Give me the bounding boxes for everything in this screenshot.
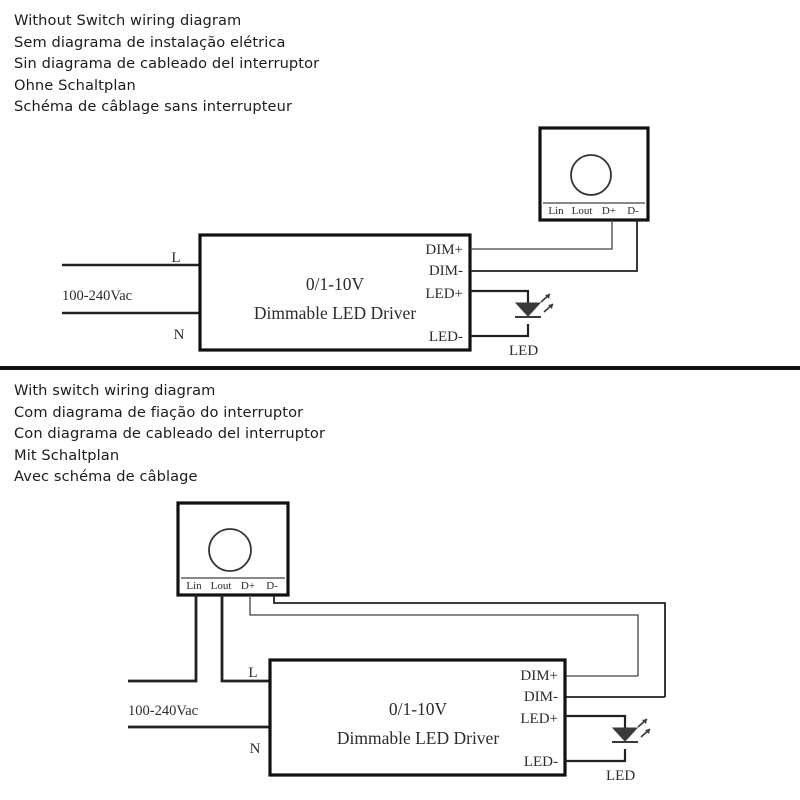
led-output-wires bbox=[470, 289, 530, 338]
section-divider bbox=[0, 366, 800, 370]
driver2-title-line2: Dimmable LED Driver bbox=[337, 728, 499, 748]
ac-supply-wires bbox=[62, 263, 200, 315]
rotary-knob-icon[interactable] bbox=[570, 154, 612, 196]
heading-block-with-switch: With switch wiring diagram Com diagrama … bbox=[14, 380, 325, 488]
heading-line-en: Without Switch wiring diagram bbox=[14, 12, 242, 29]
diagram-section-with-switch: With switch wiring diagram Com diagrama … bbox=[0, 370, 800, 800]
terminal-label-L-2: L bbox=[248, 665, 257, 681]
dimmer2-terminal-dplus: D+ bbox=[241, 580, 255, 592]
heading-line-es: Sin diagrama de cableado del interruptor bbox=[14, 55, 320, 72]
dimmer2-terminal-dminus: D- bbox=[266, 580, 278, 592]
terminal2-label-led-plus: LED+ bbox=[520, 711, 558, 727]
heading2-line-en: With switch wiring diagram bbox=[14, 382, 216, 399]
heading-block-without-switch: Without Switch wiring diagram Sem diagra… bbox=[14, 10, 319, 118]
led-output-wires-2 bbox=[565, 714, 627, 763]
driver2-title-line1: 0/1-10V bbox=[389, 699, 448, 719]
wire-lin-to-mains bbox=[128, 595, 198, 683]
heading-line-fr: Schéma de câblage sans interrupteur bbox=[14, 98, 293, 115]
supply-voltage-label-2: 100-240Vac bbox=[128, 703, 198, 719]
led-driver-box-2 bbox=[268, 658, 567, 777]
terminal-label-led-plus: LED+ bbox=[425, 286, 463, 302]
terminal2-label-dim-plus: DIM+ bbox=[520, 668, 558, 684]
led-load-label-2: LED bbox=[606, 768, 635, 784]
wiring-diagram-with-switch: Lin Lout D+ D- 100-240Vac L N 0/1-10V Di… bbox=[128, 501, 666, 784]
dimmer-terminal-dminus: D- bbox=[627, 205, 639, 217]
heading2-line-es: Con diagrama de cableado del interruptor bbox=[14, 425, 326, 442]
led-symbol-2 bbox=[611, 718, 651, 743]
dimmer-switch-box[interactable] bbox=[538, 126, 650, 222]
heading2-line-pt: Com diagrama de fiação do interruptor bbox=[14, 403, 304, 421]
terminal-label-N: N bbox=[174, 327, 185, 343]
dimming-signal-wires bbox=[470, 220, 638, 272]
heading2-line-de: Mit Schaltplan bbox=[14, 446, 120, 464]
terminal-label-N-2: N bbox=[250, 741, 261, 757]
dimmer2-terminal-lin: Lin bbox=[186, 580, 202, 592]
rotary-knob-icon-2[interactable] bbox=[208, 528, 252, 572]
dimmer-terminal-lout: Lout bbox=[572, 205, 593, 217]
supply-voltage-label: 100-240Vac bbox=[62, 288, 132, 304]
dimmer-switch-box-2[interactable] bbox=[176, 501, 290, 597]
terminal2-label-dim-minus: DIM- bbox=[524, 689, 558, 705]
wire-lout-to-driver-l bbox=[220, 595, 270, 683]
diagram-section-without-switch: Without Switch wiring diagram Sem diagra… bbox=[0, 0, 800, 368]
wiring-diagram-without-switch: 100-240Vac L N 0/1-10V Dimmable LED Driv… bbox=[62, 126, 650, 359]
dimming-signal-wires-2 bbox=[249, 595, 666, 698]
heading2-line-fr: Avec schéma de câblage bbox=[14, 468, 198, 485]
terminal2-label-led-minus: LED- bbox=[524, 754, 558, 770]
terminal-label-dim-plus: DIM+ bbox=[425, 242, 463, 258]
terminal-label-L: L bbox=[171, 250, 180, 266]
led-load-label: LED bbox=[509, 343, 538, 359]
driver-title-line2: Dimmable LED Driver bbox=[254, 303, 416, 323]
heading-line-pt: Sem diagrama de instalação elétrica bbox=[14, 33, 286, 51]
dimmer-terminal-dplus: D+ bbox=[602, 205, 616, 217]
heading-line-de: Ohne Schaltplan bbox=[14, 76, 136, 94]
dimmer2-terminal-lout: Lout bbox=[211, 580, 232, 592]
terminal-label-led-minus: LED- bbox=[429, 329, 463, 345]
led-symbol bbox=[514, 293, 554, 318]
terminal-label-dim-minus: DIM- bbox=[429, 263, 463, 279]
dimmer-terminal-lin: Lin bbox=[548, 205, 564, 217]
driver-title-line1: 0/1-10V bbox=[306, 274, 365, 294]
led-driver-box bbox=[198, 233, 472, 352]
